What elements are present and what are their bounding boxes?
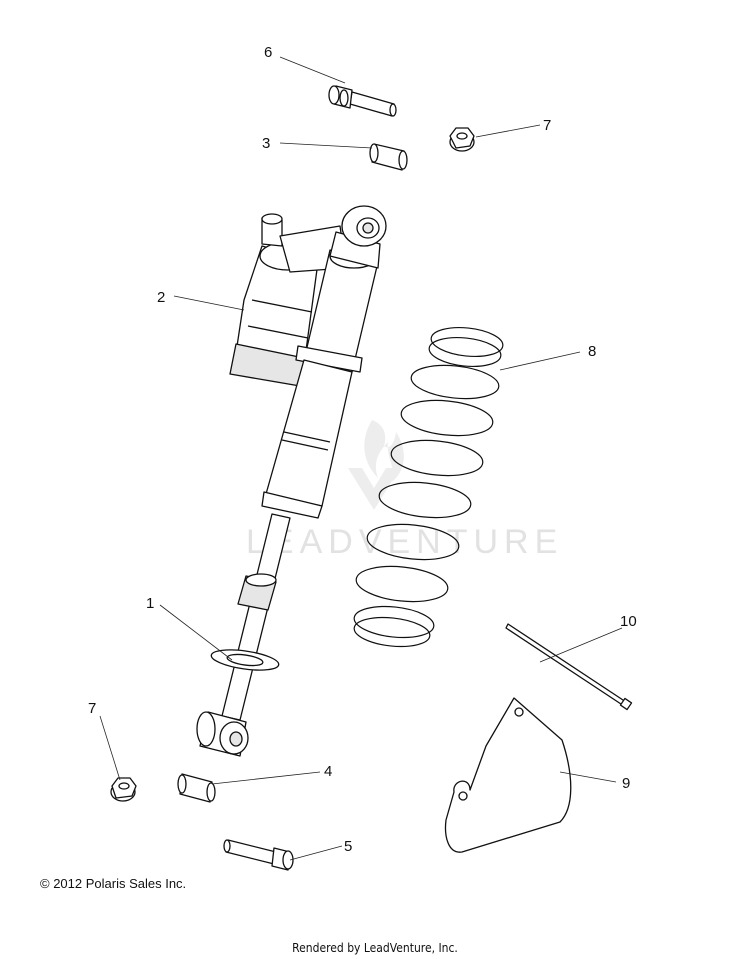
watermark-logo <box>348 420 404 510</box>
callout-4: 4 <box>324 763 332 780</box>
callout-7-upper: 7 <box>543 117 551 134</box>
callout-1: 1 <box>146 595 154 612</box>
callout-8: 8 <box>588 343 596 360</box>
washer-ring <box>210 649 280 671</box>
bushing-lower <box>177 773 216 803</box>
nut-lower <box>110 777 137 802</box>
shock-absorber <box>196 205 387 757</box>
bolt-upper <box>328 85 397 117</box>
leader-lines <box>99 56 623 861</box>
nut-upper <box>449 127 475 152</box>
callout-6: 6 <box>264 44 272 61</box>
watermark-text: LEADVENTURE <box>246 523 563 561</box>
bolt-lower <box>223 839 294 871</box>
callout-2: 2 <box>157 289 165 306</box>
copyright-text: © 2012 Polaris Sales Inc. <box>40 876 187 891</box>
coil-spring <box>353 326 504 648</box>
bushing-upper <box>369 143 408 171</box>
callout-9: 9 <box>622 775 630 792</box>
cable-tie <box>505 623 633 711</box>
callout-5: 5 <box>344 838 352 855</box>
callout-10: 10 <box>620 613 637 630</box>
callout-3: 3 <box>262 135 270 152</box>
guard-plate <box>444 697 572 853</box>
footer-text: Rendered by LeadVenture, Inc. <box>292 941 458 955</box>
callout-7-lower: 7 <box>88 700 96 717</box>
